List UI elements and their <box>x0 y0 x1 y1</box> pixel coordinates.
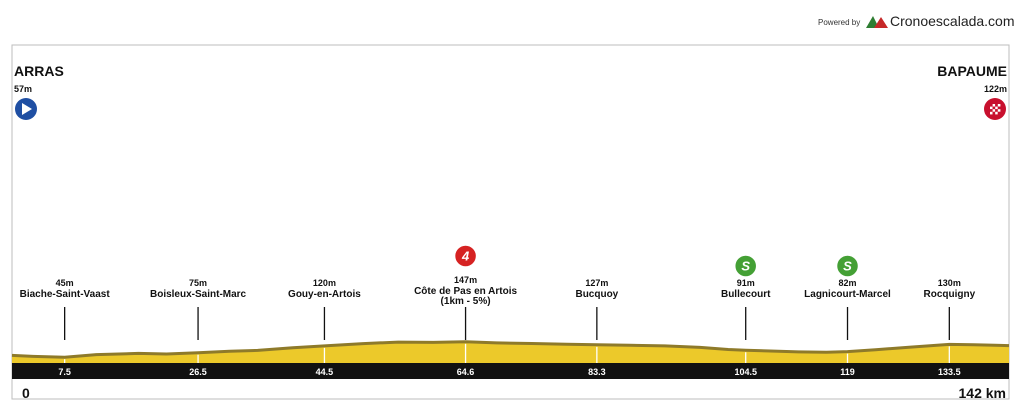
start-city-name: ARRAS <box>14 63 64 79</box>
waypoint-name: Bullecourt <box>721 289 771 300</box>
elevation-area <box>12 340 1009 363</box>
checker-square <box>995 104 998 107</box>
waypoint-elevation: 120m <box>313 278 336 288</box>
sprint-badge: S <box>733 254 758 278</box>
waypoint-km-label: 119 <box>840 367 855 377</box>
waypoint-elevation: 91m <box>737 278 755 288</box>
chart-frame <box>11 44 1010 400</box>
waypoint-name: Rocquigny <box>923 289 975 300</box>
waypoint-km-label: 26.5 <box>189 367 207 377</box>
badge-circle <box>453 244 478 268</box>
powered-by-label: Powered by <box>818 18 861 27</box>
checker-square <box>995 111 998 115</box>
waypoint-name: Bucquoy <box>575 289 618 300</box>
waypoint-name: Boisleux-Saint-Marc <box>150 289 247 300</box>
waypoint-elevation: 82m <box>839 278 857 288</box>
waypoint-elevation: 127m <box>585 278 608 288</box>
checker-square <box>997 111 1001 115</box>
checker-square <box>997 106 1001 110</box>
finish-checkered-flag-icon <box>984 98 1006 120</box>
distance-start-label: 0 <box>22 385 30 401</box>
checker-square <box>990 104 993 107</box>
checker-square <box>995 106 998 110</box>
waypoint-name: Côte de Pas en Artois <box>414 286 517 297</box>
badge-label: S <box>741 259 750 274</box>
waypoint-elevation: 75m <box>189 278 207 288</box>
finish-city-name: BAPAUME <box>937 63 1007 79</box>
checker-square <box>990 111 993 115</box>
waypoint-km-label: 7.5 <box>58 367 71 377</box>
checker-square <box>995 109 998 112</box>
distance-end-label: 142 km <box>959 385 1006 401</box>
checker-square <box>990 109 993 112</box>
elevation-ridge-line <box>11 340 1010 359</box>
waypoint-elevation: 147m <box>454 275 477 285</box>
waypoint-km-label: 44.5 <box>316 367 334 377</box>
checker-square <box>997 104 1001 107</box>
start-play-icon <box>15 98 37 120</box>
waypoint-name: Gouy-en-Artois <box>288 289 361 300</box>
start-elevation: 57m <box>14 84 32 94</box>
checker-square <box>992 109 996 112</box>
badge-label: 4 <box>461 249 470 264</box>
mountain-logo-icon <box>866 16 888 28</box>
brand-logo[interactable]: Cronoescalada.com <box>866 13 1015 29</box>
brand-name: Cronoescalada.com <box>890 13 1015 29</box>
sprint-badge: S <box>835 254 860 278</box>
waypoint-elevation: 45m <box>56 278 74 288</box>
badge-circle <box>835 254 860 278</box>
checker-square <box>992 111 996 115</box>
finish-elevation: 122m <box>984 84 1007 94</box>
waypoint-km-label: 83.3 <box>588 367 606 377</box>
badge-circle <box>733 254 758 278</box>
badge-label: S <box>843 259 852 274</box>
checker-square <box>997 109 1001 112</box>
waypoint-name: Biache-Saint-Vaast <box>20 289 111 300</box>
distance-axis-bar <box>12 363 1009 379</box>
checker-square <box>990 106 993 110</box>
checker-square <box>992 104 996 107</box>
waypoint-km-label: 104.5 <box>734 367 757 377</box>
checker-square <box>992 106 996 110</box>
waypoint-name: Lagnicourt-Marcel <box>804 289 891 300</box>
waypoint-km-label: 64.6 <box>457 367 475 377</box>
waypoint-km-label: 133.5 <box>938 367 961 377</box>
climb-details: (1km - 5%) <box>441 296 491 307</box>
waypoint-elevation: 130m <box>938 278 961 288</box>
climb-category-badge: 4 <box>453 244 478 268</box>
